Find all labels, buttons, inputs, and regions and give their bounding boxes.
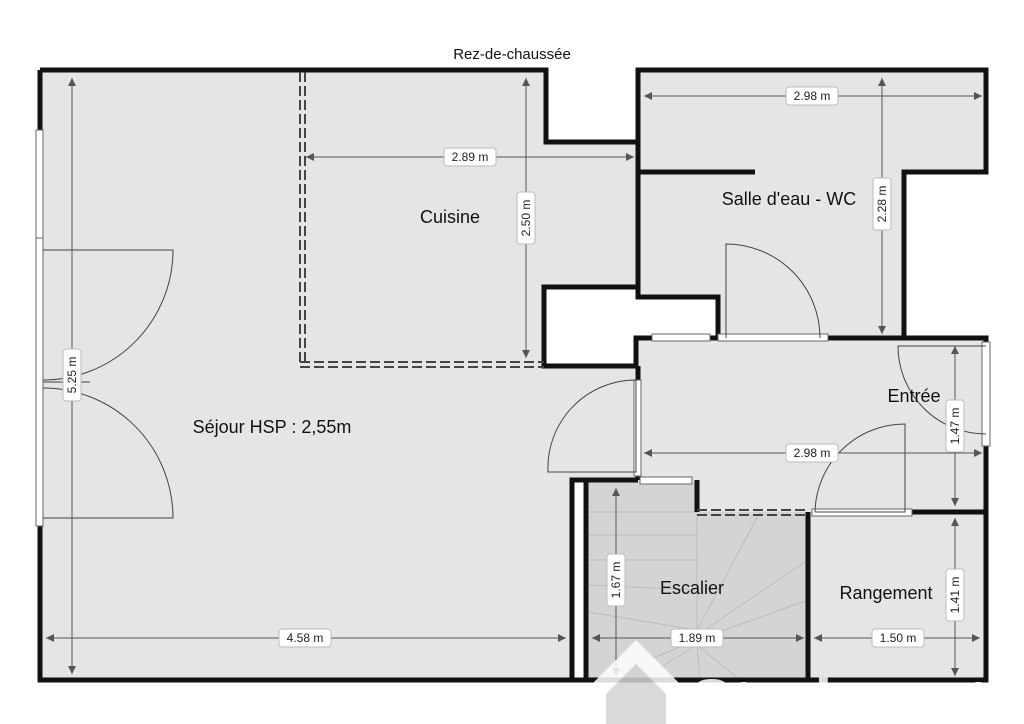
floor-entree xyxy=(638,340,986,512)
plan-title: Rez-de-chaussée xyxy=(453,46,571,63)
svg-text:4.58 m: 4.58 m xyxy=(287,631,324,645)
window-entree-right xyxy=(981,341,991,447)
svg-text:2.89 m: 2.89 m xyxy=(452,150,489,164)
wall-main-outline xyxy=(37,67,989,683)
open-partitions xyxy=(299,72,808,516)
room-label-sejour: Séjour HSP : 2,55m xyxy=(193,417,352,437)
dim-escalier-height: 1.67 m xyxy=(606,553,626,607)
svg-text:1.41 m: 1.41 m xyxy=(948,577,962,614)
dim-rangement-width: 1.50 m xyxy=(871,628,925,648)
room-labels: Séjour HSP : 2,55m Cuisine Salle d'eau -… xyxy=(193,189,941,603)
svg-text:2.28 m: 2.28 m xyxy=(875,186,889,223)
dim-entree-height: 1.47 m xyxy=(945,399,965,453)
svg-text:2.98 m: 2.98 m xyxy=(794,89,831,103)
dim-entree-width: 2.98 m xyxy=(785,443,839,463)
window-entree-top xyxy=(651,333,711,342)
dim-sejour-height: 5.25 m xyxy=(62,348,82,402)
svg-text:1.89 m: 1.89 m xyxy=(679,631,716,645)
window-entree-left xyxy=(633,379,642,477)
floor-fills xyxy=(40,70,986,680)
door-entree-main xyxy=(897,345,987,435)
windows xyxy=(35,129,991,527)
svg-text:2.50 m: 2.50 m xyxy=(519,200,533,237)
wall-escalier xyxy=(569,477,638,680)
room-label-cuisine: Cuisine xyxy=(420,207,480,227)
dimension-lines xyxy=(46,78,982,676)
dim-salle-width: 2.98 m xyxy=(785,86,839,106)
watermark-text: Studapart xyxy=(690,666,989,724)
dim-cuisine-height: 2.50 m xyxy=(516,191,536,245)
dim-salle-height: 2.28 m xyxy=(872,177,892,231)
window-salle-bottom xyxy=(717,333,829,342)
floor-main xyxy=(40,70,636,680)
svg-text:1.50 m: 1.50 m xyxy=(880,631,917,645)
room-label-salle-eau: Salle d'eau - WC xyxy=(722,189,857,209)
svg-text:2.98 m: 2.98 m xyxy=(794,446,831,460)
svg-text:1.47 m: 1.47 m xyxy=(948,408,962,445)
door-salle xyxy=(725,243,821,339)
wall-salle-inner xyxy=(635,142,721,338)
dimension-labels: 5.25 m 4.58 m 2.89 m 2.50 m 2.98 m 2.28 … xyxy=(62,86,965,648)
svg-text:1.67 m: 1.67 m xyxy=(609,562,623,599)
dim-sejour-width: 4.58 m xyxy=(278,628,332,648)
window-left-lower xyxy=(35,237,44,527)
door-entree-sejour xyxy=(547,379,637,473)
room-label-escalier: Escalier xyxy=(660,578,724,598)
room-label-entree: Entrée xyxy=(887,386,940,406)
room-label-rangement: Rangement xyxy=(839,583,932,603)
dim-cuisine-width: 2.89 m xyxy=(443,147,497,167)
svg-text:5.25 m: 5.25 m xyxy=(65,357,79,394)
dim-escalier-width: 1.89 m xyxy=(670,628,724,648)
watermark: Studapart xyxy=(586,640,989,724)
dim-rangement-height: 1.41 m xyxy=(945,568,965,622)
window-escalier-top xyxy=(639,476,693,485)
window-left-upper xyxy=(35,129,44,239)
floor-salle-eau xyxy=(638,72,986,337)
door-rangement xyxy=(814,423,906,513)
